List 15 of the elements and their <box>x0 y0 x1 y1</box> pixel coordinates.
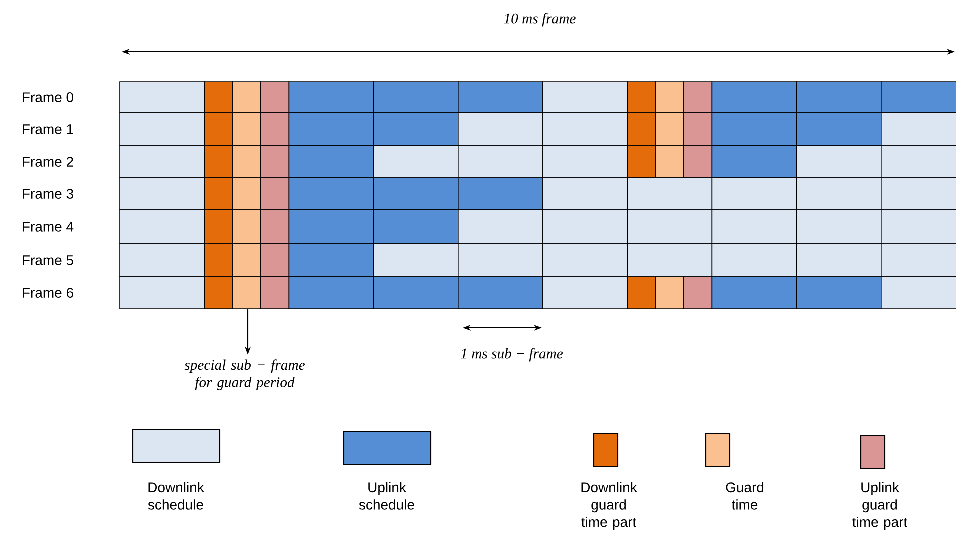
row-label: Frame 2 <box>23 157 74 167</box>
row-label: Frame 5 <box>23 256 74 266</box>
annotation-text: special sub − frame for guard period <box>184 360 305 390</box>
dimension-label: 1 ms sub − frame <box>461 348 564 362</box>
legend-label: Guard time <box>726 482 764 510</box>
row-label: Frame 6 <box>23 288 74 298</box>
legend-label: Downlink guard time part <box>582 482 638 530</box>
legend-label: Uplink guard time part <box>852 482 908 530</box>
legend-label: Downlink schedule <box>148 482 204 510</box>
row-label: Frame 3 <box>23 189 74 199</box>
legend-label: Uplink schedule <box>359 482 414 510</box>
row-label: Frame 1 <box>23 124 74 134</box>
dimension-label: 10 ms frame <box>504 13 576 27</box>
row-label: Frame 0 <box>23 92 74 102</box>
row-label: Frame 4 <box>23 222 74 232</box>
